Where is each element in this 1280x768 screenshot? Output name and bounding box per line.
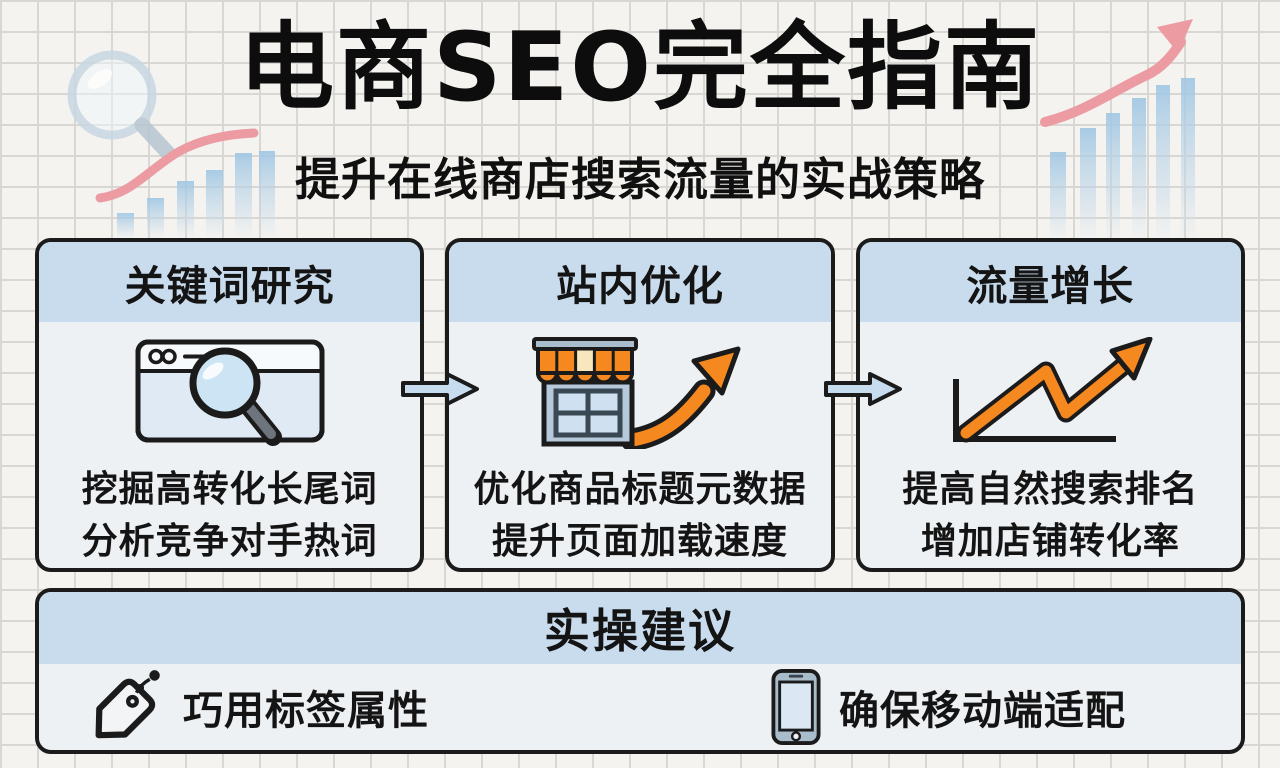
tips-title: 实操建议 (39, 592, 1241, 664)
tips-row: 巧用标签属性 确保移动端适配 (39, 664, 1241, 750)
growth-chart-icon (860, 332, 1241, 454)
card-line: 挖掘高转化长尾词 (81, 469, 378, 510)
flow-arrow-icon (401, 372, 479, 406)
rising-bars-curve-left (95, 128, 275, 238)
browser-search-icon (39, 332, 420, 454)
tip-label: 巧用标签属性 (183, 688, 429, 734)
magnifier-sketch-icon (67, 50, 176, 161)
page-subtitle: 提升在线商店搜索流量的实战策略 (294, 153, 985, 206)
page-title: 电商SEO完全指南 (238, 13, 1042, 123)
card-line: 提升页面加载速度 (491, 521, 788, 563)
card-keyword-research: 关键词研究 挖掘高转化长尾词 分析竞争对手热词 (35, 238, 425, 572)
card-title: 流量增长 (859, 242, 1241, 322)
card-title: 关键词研究 (39, 242, 421, 322)
rising-bars-arrow-right (1040, 19, 1195, 242)
smartphone-icon (771, 668, 821, 746)
flow-arrow-icon (824, 372, 902, 406)
storefront-growth-icon (449, 332, 830, 454)
price-tag-icon (79, 663, 167, 750)
card-traffic-growth: 流量增长 提高自然搜索排名 增加店铺转化率 (855, 238, 1245, 572)
card-line: 优化商品标题元数据 (473, 469, 807, 510)
card-line: 提高自然搜索排名 (902, 469, 1199, 510)
tips-section: 实操建议 巧用标签属性 (35, 588, 1245, 754)
card-onsite-optimization: 站内优化 (445, 238, 835, 572)
cards-row: 关键词研究 挖掘高转化长尾词 分析竞争对手热词 站内优化 (35, 238, 1245, 572)
card-title: 站内优化 (449, 242, 831, 322)
tip-label: 确保移动端适配 (839, 688, 1126, 734)
card-line: 分析竞争对手热词 (81, 521, 378, 563)
tip-item-tags: 巧用标签属性 (79, 664, 429, 750)
tip-item-mobile: 确保移动端适配 (771, 664, 1126, 750)
card-line: 增加店铺转化率 (920, 521, 1180, 563)
